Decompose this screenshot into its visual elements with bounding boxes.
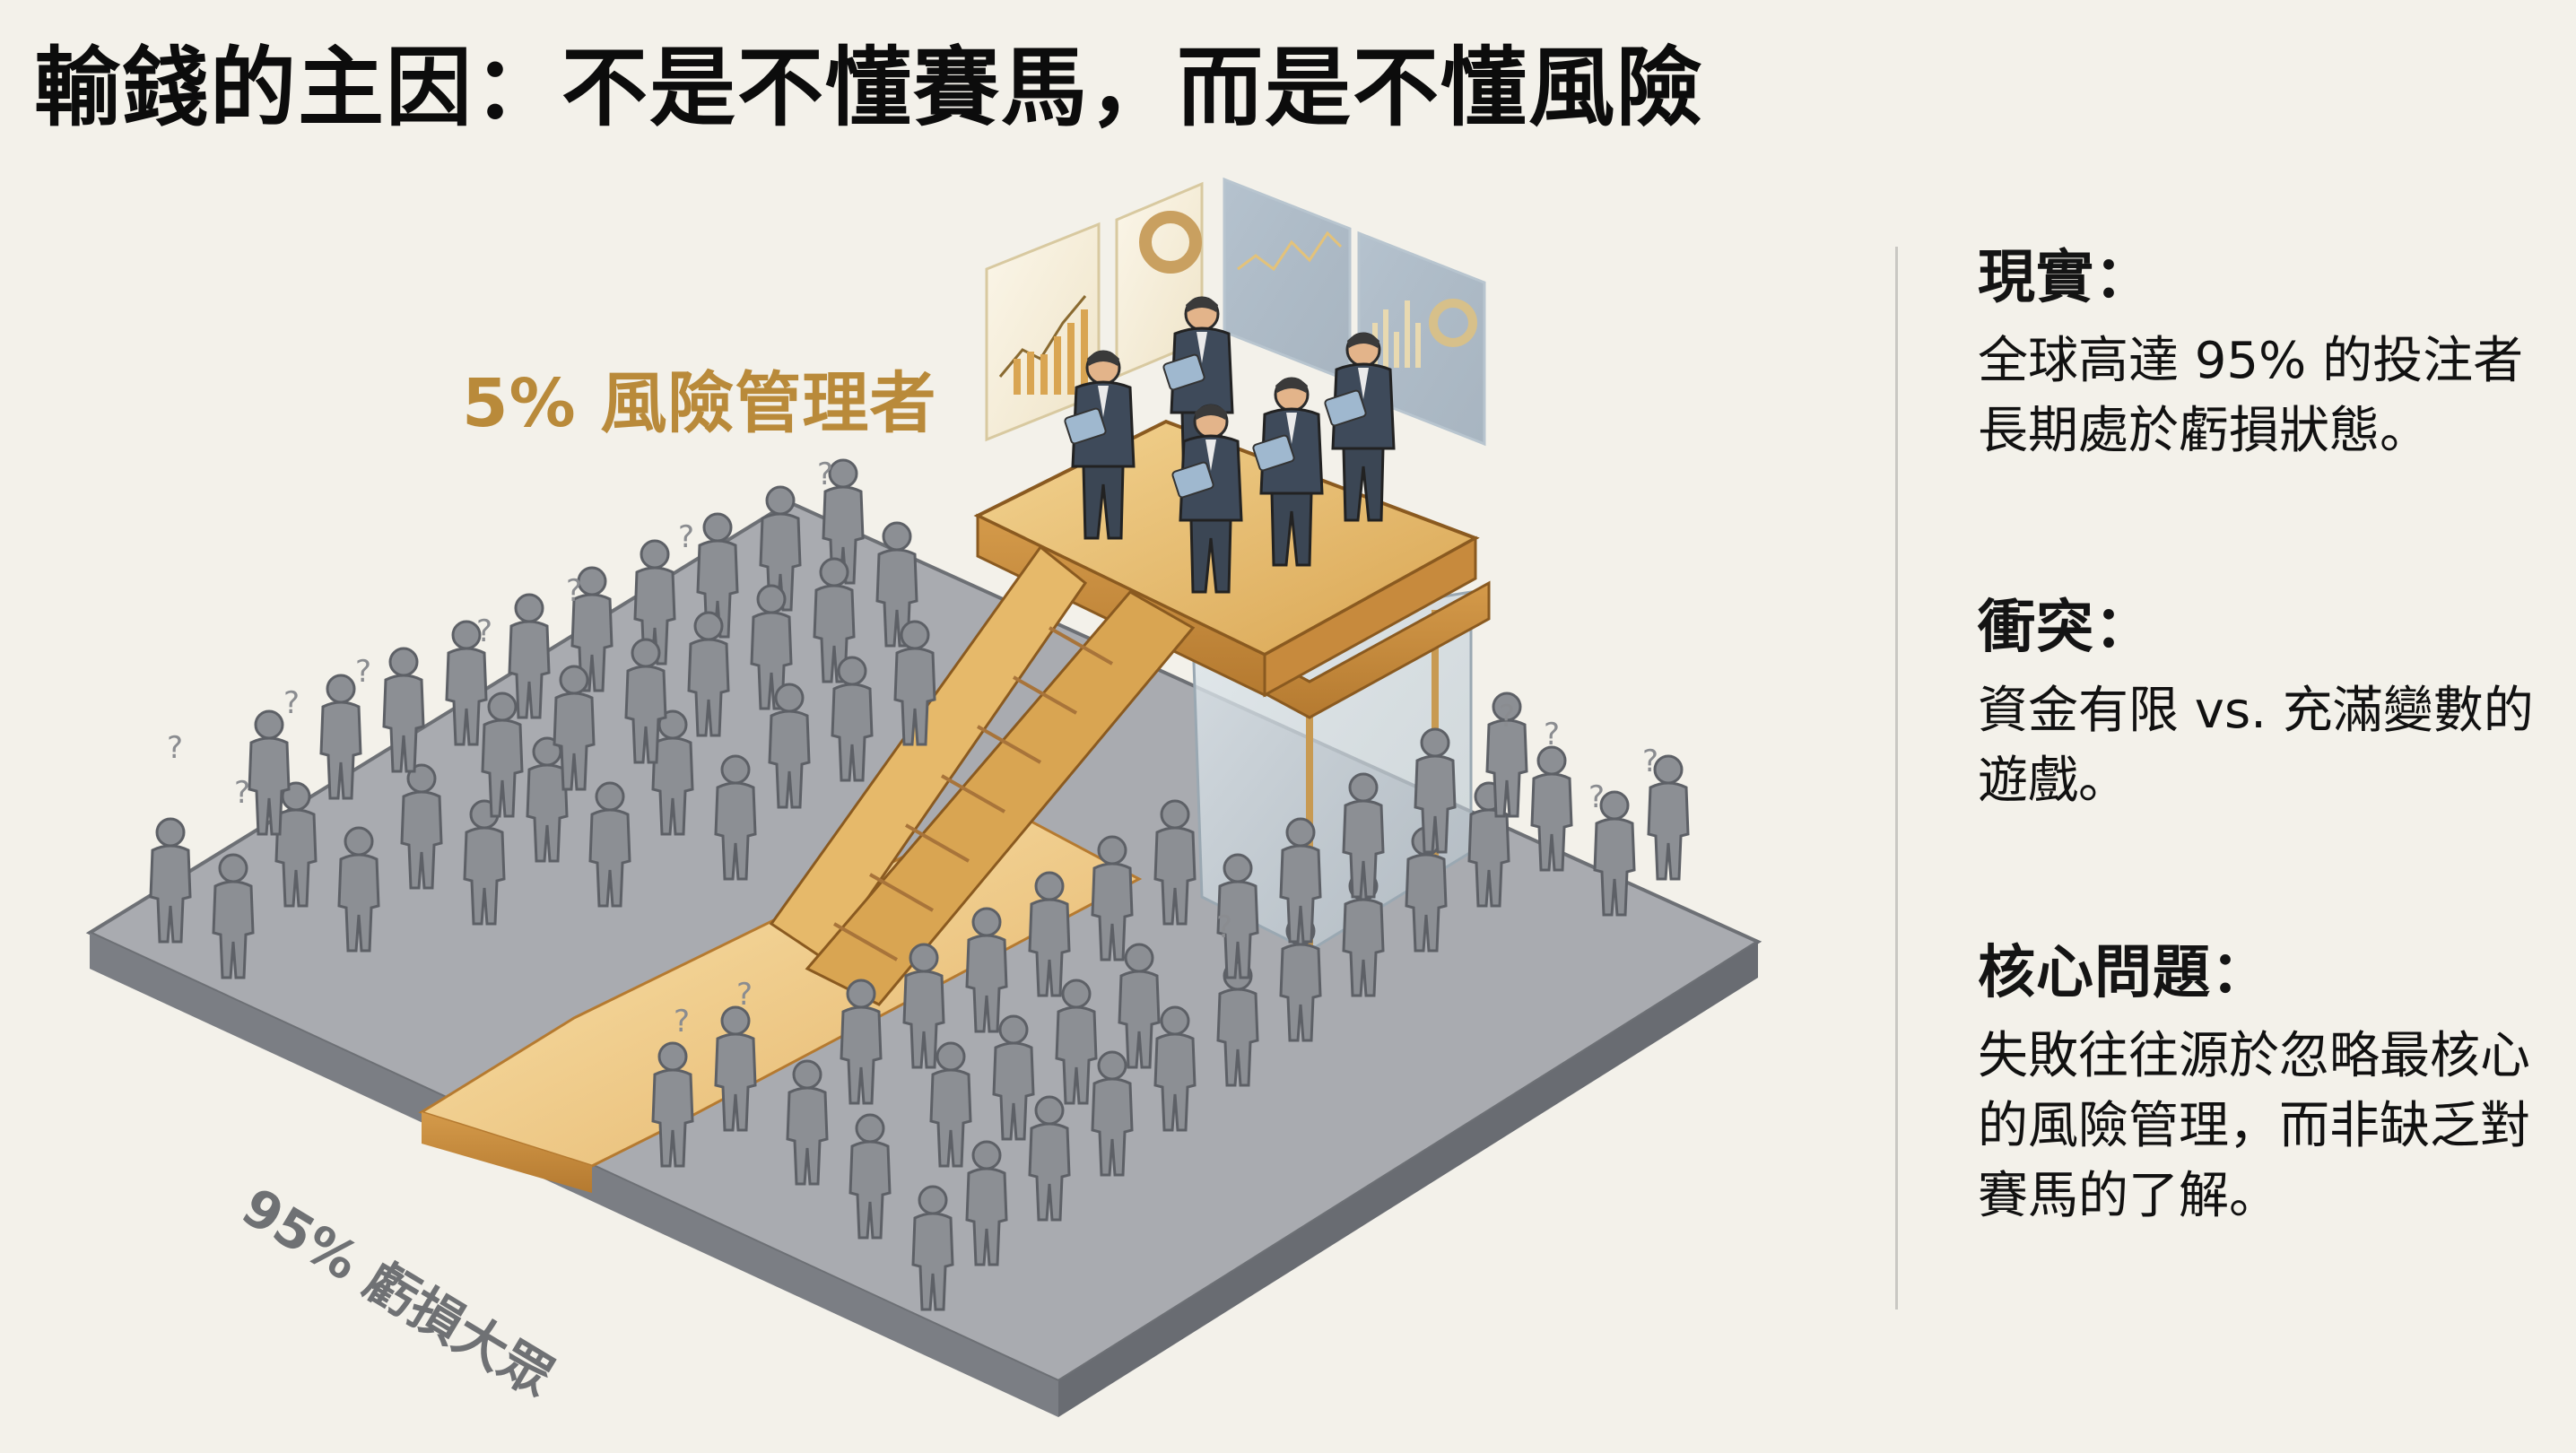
- staircase: [769, 544, 1196, 1006]
- section-core-problem: 核心問題： 失敗往往源於忽略最核心的風險管理，而非缺乏對賽馬的了解。: [1978, 937, 2552, 1231]
- risk-managers-label: 5% 風險管理者: [462, 365, 937, 442]
- section-conflict: 衝突： 資金有限 vs. 充滿變數的遊戲。: [1978, 592, 2552, 816]
- dashboard-screens: [985, 177, 1486, 447]
- section-body: 失敗往往源於忽略最核心的風險管理，而非缺乏對賽馬的了解。: [1978, 1027, 2530, 1225]
- section-body: 全球高達 95% 的投注者長期處於虧損狀態。: [1978, 332, 2524, 460]
- section-heading: 核心問題：: [1978, 940, 2269, 1006]
- panel-divider: [1895, 247, 1898, 1309]
- slide-title: 輸錢的主因：不是不懂賽馬，而是不懂風險: [34, 38, 1704, 138]
- risk-illustration: ?: [0, 152, 1794, 1453]
- section-heading: 衝突：: [1978, 595, 2153, 661]
- isometric-scene: ?: [85, 177, 1762, 1417]
- section-heading: 現實：: [1978, 245, 2153, 311]
- section-reality: 現實： 全球高達 95% 的投注者長期處於虧損狀態。: [1978, 242, 2552, 466]
- section-body: 資金有限 vs. 充滿變數的遊戲。: [1978, 682, 2534, 810]
